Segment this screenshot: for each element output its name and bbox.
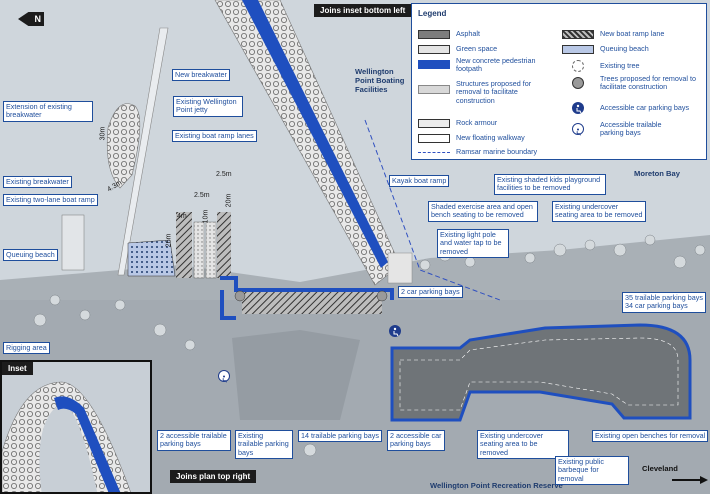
ramsar-boundary-line <box>418 152 450 153</box>
dim-10m: 10m <box>202 209 210 224</box>
callout-acc-trailable-2: 2 accessible trailable parking bays <box>157 430 231 451</box>
existing-trailer-parking <box>232 330 360 420</box>
legend-accessible-car-icon <box>572 102 584 114</box>
legend-accessible-trailer-icon <box>572 123 584 136</box>
green-space-swatch <box>418 45 450 54</box>
callout-existing-ramp-lanes: Existing boat ramp lanes <box>172 130 257 143</box>
callout-bbq: Existing public barbeque for removal <box>555 456 629 486</box>
floating-walkway-swatch <box>418 134 450 143</box>
legend-queuing-beach: Queuing beach <box>600 44 649 53</box>
callout-two-lane-ramp: Existing two-lane boat ramp <box>3 194 98 207</box>
callout-exercise-area: Shaded exercise area and open bench seat… <box>428 201 538 222</box>
breakwater-footpath <box>242 0 388 268</box>
moreton-bay-label: Moreton Bay <box>634 169 680 178</box>
rock-armour-swatch <box>418 119 450 128</box>
callout-light-pole: Existing light pole and water tap to be … <box>437 229 509 259</box>
callout-new-breakwater: New breakwater <box>172 69 230 82</box>
inset-title: Inset <box>2 362 33 375</box>
facility-label: Wellington Point Boating Facilities <box>355 67 405 94</box>
callout-undercover-bottom: Existing undercover seating area to be r… <box>477 430 569 460</box>
accessible-car-icon <box>389 325 401 337</box>
queuing-beach-swatch <box>562 45 594 54</box>
ramp-lane-existing <box>193 221 205 279</box>
trees-for-removal <box>234 290 388 302</box>
queuing-beach-area <box>127 239 176 277</box>
callout-rigging-area: Rigging area <box>3 342 50 355</box>
legend-existing-tree: Existing tree <box>600 61 640 70</box>
dim-30m: 30m <box>99 126 107 141</box>
callout-trailable-14: 14 trailable parking bays <box>298 430 382 443</box>
callout-kids-playground: Existing shaded kids playground faciliti… <box>494 174 606 195</box>
legend-floating-walkway: New floating walkway <box>456 133 525 142</box>
extension-breakwater <box>106 103 141 189</box>
callout-existing-jetty: Existing Wellington Point jetty <box>173 96 243 117</box>
legend-ramsar: Ramsar marine boundary <box>456 147 538 156</box>
dim-26m: 26m <box>165 233 173 248</box>
legend-title: Legend <box>418 9 447 18</box>
legend-footpath: New concrete pedestrian footpath <box>456 56 536 74</box>
callout-car-bays-2-top: 2 car parking bays <box>398 286 463 299</box>
callout-trailable-35: 35 trailable parking bays 34 car parking… <box>622 292 706 313</box>
jetty <box>117 27 169 276</box>
asphalt-swatch <box>418 30 450 39</box>
legend-green-space: Green space <box>456 44 498 53</box>
ramsar-boundary <box>364 119 501 301</box>
footpath-swatch <box>418 60 450 69</box>
joins-inset-banner: Joins inset bottom left <box>314 4 412 17</box>
legend-boat-ramp: New boat ramp lane <box>600 29 665 38</box>
removal-structure-swatch <box>418 85 450 94</box>
ramp-lane-new-1 <box>176 212 192 278</box>
asphalt-car-park <box>390 323 692 422</box>
boat-ramp-swatch <box>562 30 594 39</box>
ramp-lane-new-2 <box>217 212 231 278</box>
recreation-reserve-label: Wellington Point Recreation Reserve <box>430 481 563 490</box>
inset-map <box>2 381 131 492</box>
callout-acc-car-2: 2 accessible car parking bays <box>387 430 445 451</box>
dim-4m: 4m <box>177 213 187 220</box>
accessible-trailer-icon <box>218 370 230 383</box>
legend-accessible-trailer: Accessible trailable parking bays <box>600 120 662 138</box>
legend-tree-removal: Trees proposed for removal to facilitate… <box>600 74 697 92</box>
legend-rock-armour: Rock armour <box>456 118 498 127</box>
callout-existing-trailable: Existing trailable parking bays <box>235 430 293 460</box>
callout-existing-breakwater: Existing breakwater <box>3 176 72 189</box>
dim-20m: 20m <box>225 193 233 208</box>
callout-open-benches: Existing open benches for removal <box>592 430 709 443</box>
legend-accessible-car: Accessible car parking bays <box>600 103 690 112</box>
dim-2-5m-a: 2.5m <box>194 192 210 199</box>
legend-panel: Legend Asphalt Green space New concrete … <box>411 3 707 160</box>
legend-removal-structure: Structures proposed for removal to facil… <box>456 79 532 105</box>
existing-tree-icon <box>572 60 584 72</box>
inset-panel: Inset <box>0 360 152 494</box>
new-boat-ramp-lane <box>242 292 382 314</box>
cleveland-label: Cleveland <box>642 464 678 473</box>
tree-removal-icon <box>572 77 584 89</box>
kayak-ramp <box>387 252 413 284</box>
callout-kayak-ramp: Kayak boat ramp <box>389 175 450 188</box>
dim-2-5m-b: 2.5m <box>216 171 232 178</box>
legend-asphalt: Asphalt <box>456 29 480 38</box>
callout-extension-breakwater: Extension of existing breakwater <box>3 101 93 122</box>
callout-queuing-beach: Queuing beach <box>3 249 58 262</box>
callout-undercover-top: Existing undercover seating area to be r… <box>552 201 646 222</box>
north-arrow-icon: N <box>18 12 44 26</box>
two-lane-boat-ramp <box>61 214 85 271</box>
joins-plan-banner: Joins plan top right <box>170 470 257 483</box>
